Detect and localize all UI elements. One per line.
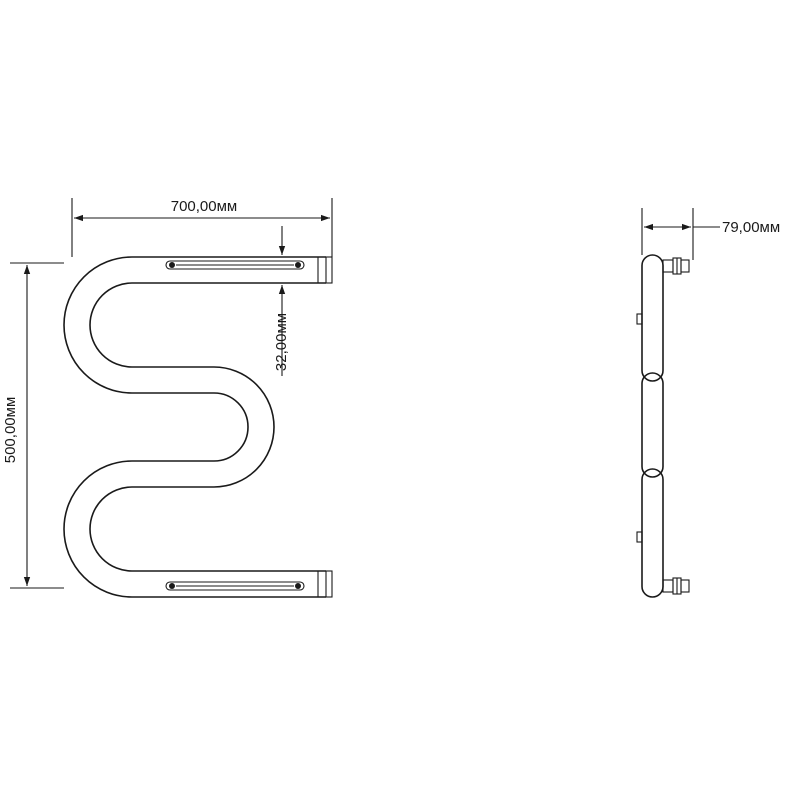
- top-mounting-slot: [165, 260, 305, 270]
- bottom-fitting: [317, 570, 333, 598]
- tube-outer-contour: [63, 256, 326, 598]
- depth-label: 79,00мм: [722, 219, 780, 236]
- bottom-mounting-slot: [165, 581, 305, 591]
- pipe-diameter-label: 32,00мм: [273, 313, 290, 371]
- side-bracket-upper: [636, 313, 643, 325]
- side-view: 79,00мм: [636, 208, 780, 598]
- height-label: 500,00мм: [2, 397, 19, 464]
- side-bracket-lower: [636, 531, 643, 543]
- width-label: 700,00мм: [171, 198, 238, 215]
- tube-inner-contour: [89, 282, 326, 572]
- top-fitting: [317, 256, 333, 284]
- pipe-diameter-dimension: 32,00мм: [273, 226, 316, 376]
- width-dimension: 700,00мм: [71, 198, 333, 257]
- side-top-fitting: [662, 257, 690, 275]
- side-tube-upper: [641, 254, 664, 382]
- side-tube-lower: [641, 468, 664, 598]
- front-view: 700,00мм 500,00мм 32,00мм: [2, 198, 333, 598]
- side-tube-middle: [641, 372, 664, 478]
- depth-dimension: 79,00мм: [641, 208, 780, 260]
- height-dimension: 500,00мм: [2, 262, 64, 589]
- side-bottom-fitting: [662, 577, 690, 595]
